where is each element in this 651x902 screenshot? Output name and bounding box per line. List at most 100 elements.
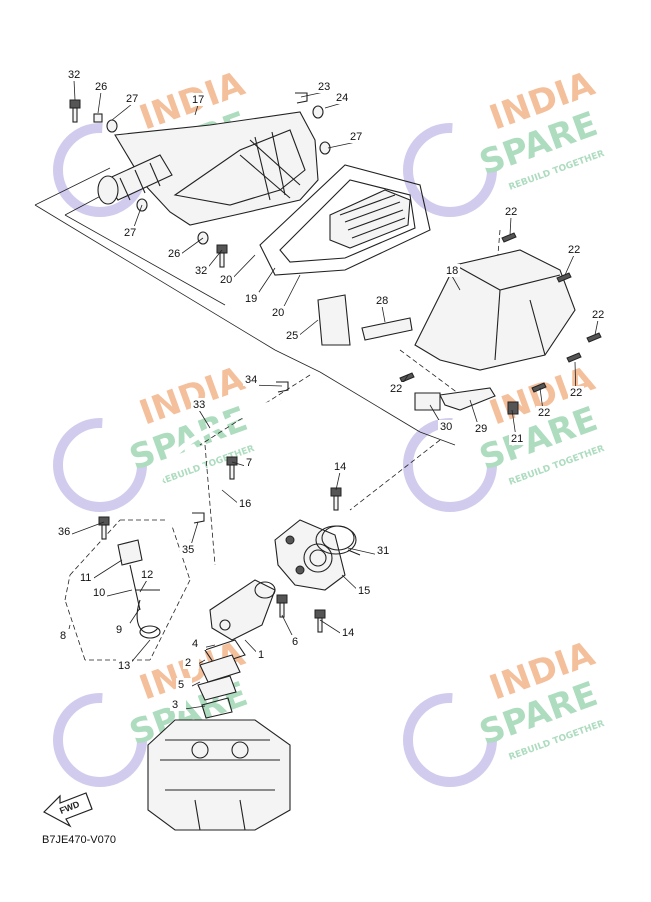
callout-number: 9 <box>116 624 122 636</box>
callout-number: 28 <box>376 295 388 307</box>
callout-backdrop <box>191 398 207 411</box>
leader-line <box>97 91 102 114</box>
callout-backdrop <box>590 308 606 321</box>
fasteners <box>69 92 602 633</box>
callout-backdrop <box>290 635 306 648</box>
leader-line <box>564 254 575 276</box>
breather-hose <box>156 397 282 542</box>
callout-backdrop <box>114 623 130 636</box>
callout-number: 6 <box>292 636 298 648</box>
callout-backdrop <box>270 306 286 319</box>
watermark-wrench-icon <box>403 418 497 512</box>
callout-backdrop <box>332 460 348 473</box>
callout-backdrop <box>183 656 199 669</box>
callout-number: 3 <box>172 699 178 711</box>
fastener <box>98 516 110 540</box>
fastener <box>276 594 288 618</box>
callout-number: 27 <box>350 131 362 143</box>
callout-backdrop <box>388 382 404 395</box>
fastener <box>586 332 602 343</box>
callout-backdrop <box>243 292 259 305</box>
intake-funnel <box>97 154 173 205</box>
callout-backdrop <box>91 586 107 599</box>
fastener <box>216 244 228 268</box>
fwd-arrow-icon: FWD <box>43 792 93 828</box>
callout-number: 27 <box>124 227 136 239</box>
watermark-wrench-icon <box>403 693 497 787</box>
callout-backdrop <box>193 264 209 277</box>
callout-number: 18 <box>446 265 458 277</box>
callout-number: 20 <box>220 274 232 286</box>
callout-backdrop <box>58 629 74 642</box>
callout-number: 14 <box>342 627 354 639</box>
callout-number: 29 <box>475 423 487 435</box>
callout-number: 16 <box>239 498 251 510</box>
callout-backdrop <box>256 648 272 661</box>
fastener <box>330 487 342 511</box>
fastener <box>312 105 324 119</box>
callout-number: 1 <box>258 649 264 661</box>
callout-backdrop <box>122 226 138 239</box>
leader-line <box>198 409 211 429</box>
fastener <box>501 232 517 243</box>
callout-number: 22 <box>390 383 402 395</box>
callout-number: 30 <box>440 421 452 433</box>
callout-backdrop <box>568 386 584 399</box>
callout-number: 13 <box>118 660 130 672</box>
callout-backdrop <box>139 568 155 581</box>
callout-number: 35 <box>182 544 194 556</box>
small-pads <box>317 294 519 415</box>
filter-element <box>259 164 431 276</box>
callout-backdrop <box>243 373 259 386</box>
callout-number: 5 <box>178 679 184 691</box>
callout-number: 22 <box>568 244 580 256</box>
fastener <box>566 352 582 363</box>
callout-number: 20 <box>272 307 284 319</box>
callout-backdrop <box>509 432 525 445</box>
fastener <box>192 512 205 524</box>
callout-number: 22 <box>570 387 582 399</box>
callout-backdrop <box>348 130 364 143</box>
callout-number: 34 <box>245 374 257 386</box>
callout-backdrop <box>244 456 260 469</box>
callout-number: 22 <box>592 309 604 321</box>
callout-backdrop <box>473 422 489 435</box>
callout-backdrop <box>536 406 552 419</box>
callout-number: 32 <box>68 69 80 81</box>
callout-number: 31 <box>377 545 389 557</box>
callout-number: 26 <box>168 248 180 260</box>
callout-backdrop <box>284 329 300 342</box>
callout-backdrop <box>56 525 72 538</box>
callout-backdrop <box>190 93 206 106</box>
leader-line <box>451 275 461 291</box>
clamp <box>315 525 361 556</box>
cylinder-head <box>147 719 291 831</box>
callout-backdrop <box>374 294 390 307</box>
fastener <box>93 113 103 123</box>
watermark-wrench-icon <box>403 123 497 217</box>
fastener <box>226 456 238 480</box>
callout-backdrop <box>170 698 186 711</box>
fastener <box>295 92 308 104</box>
leader-line <box>194 104 199 116</box>
callout-backdrop <box>375 544 391 557</box>
throttle-body <box>274 519 355 591</box>
callout-number: 24 <box>336 92 348 104</box>
diagram-code: B7JE470-V070 <box>42 834 116 846</box>
fastener <box>314 609 326 633</box>
fastener <box>399 372 415 383</box>
fastener <box>276 381 289 393</box>
callout-number: 25 <box>286 330 298 342</box>
leader-line <box>111 103 133 121</box>
callout-backdrop <box>166 247 182 260</box>
fastener <box>531 382 547 393</box>
watermark-wrench-icon <box>53 418 147 512</box>
callout-number: 15 <box>358 585 370 597</box>
callout-number: 2 <box>185 657 191 669</box>
callout-backdrop <box>176 678 192 691</box>
callout-backdrop <box>190 637 206 650</box>
